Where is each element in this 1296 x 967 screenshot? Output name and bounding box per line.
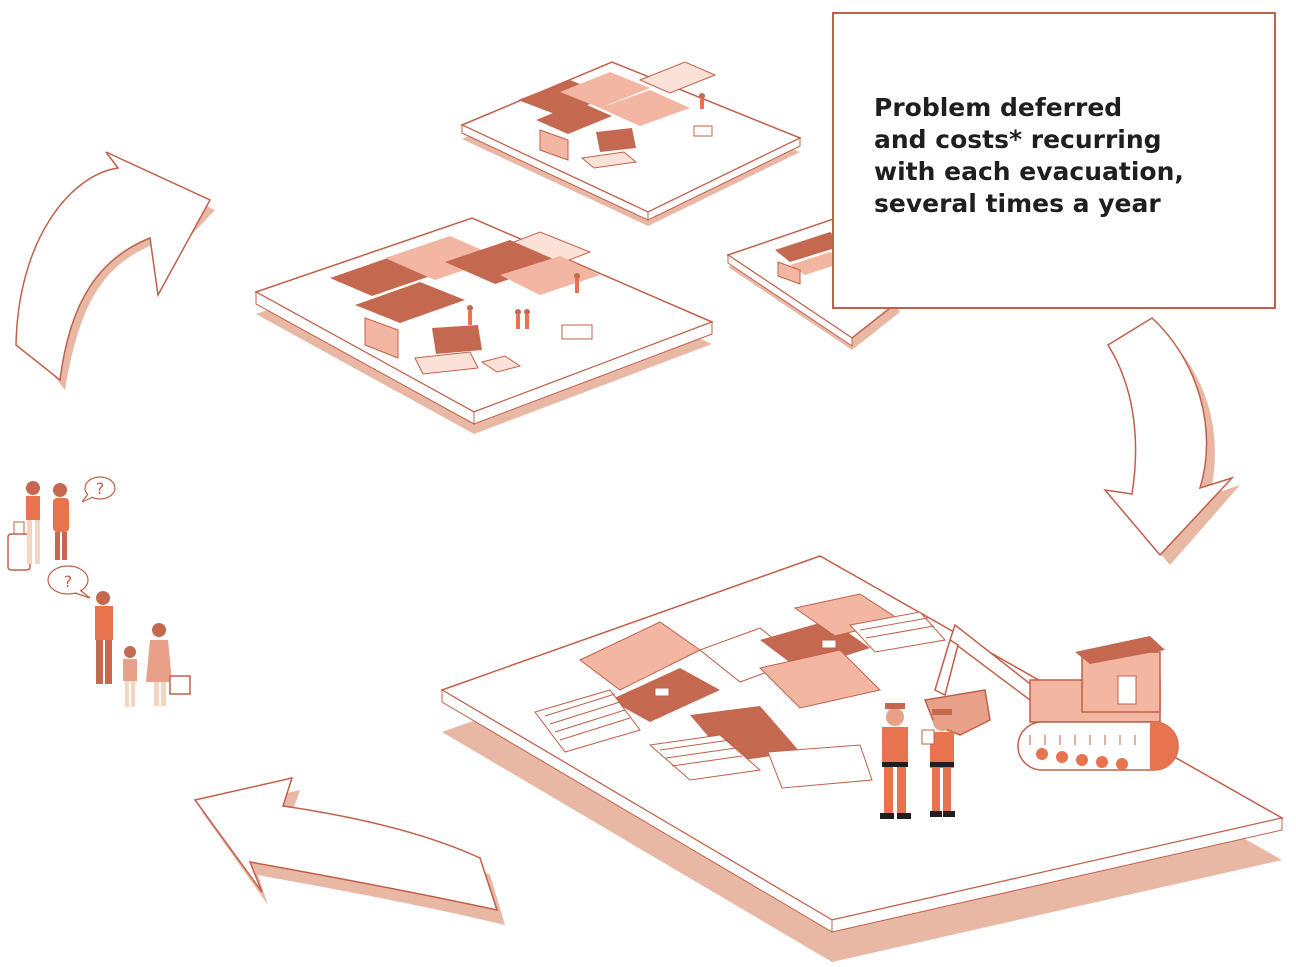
problem-callout-box: Problem deferred and costs* recurring wi… xyxy=(832,12,1276,309)
cycle-arrow-bottom-left-icon xyxy=(193,776,505,925)
question-mark-text: ? xyxy=(64,572,73,591)
cycle-arrow-right-down-icon xyxy=(1103,317,1240,565)
question-bubble-icon: ? xyxy=(81,476,116,503)
callout-text: Problem deferred and costs* recurring wi… xyxy=(874,93,1184,218)
police-officer-icon xyxy=(880,703,911,819)
demolished-settlement-platform xyxy=(440,555,1285,962)
displaced-family-icon xyxy=(7,481,191,707)
police-officer-icon xyxy=(921,709,955,817)
settlement-platform-medium xyxy=(254,217,714,434)
excavator-icon xyxy=(923,623,1179,771)
settlement-platform-small xyxy=(460,61,802,226)
question-mark-text: ? xyxy=(96,479,105,498)
question-bubble-icon: ? xyxy=(47,565,91,599)
cycle-arrow-left-up-icon xyxy=(15,151,215,390)
